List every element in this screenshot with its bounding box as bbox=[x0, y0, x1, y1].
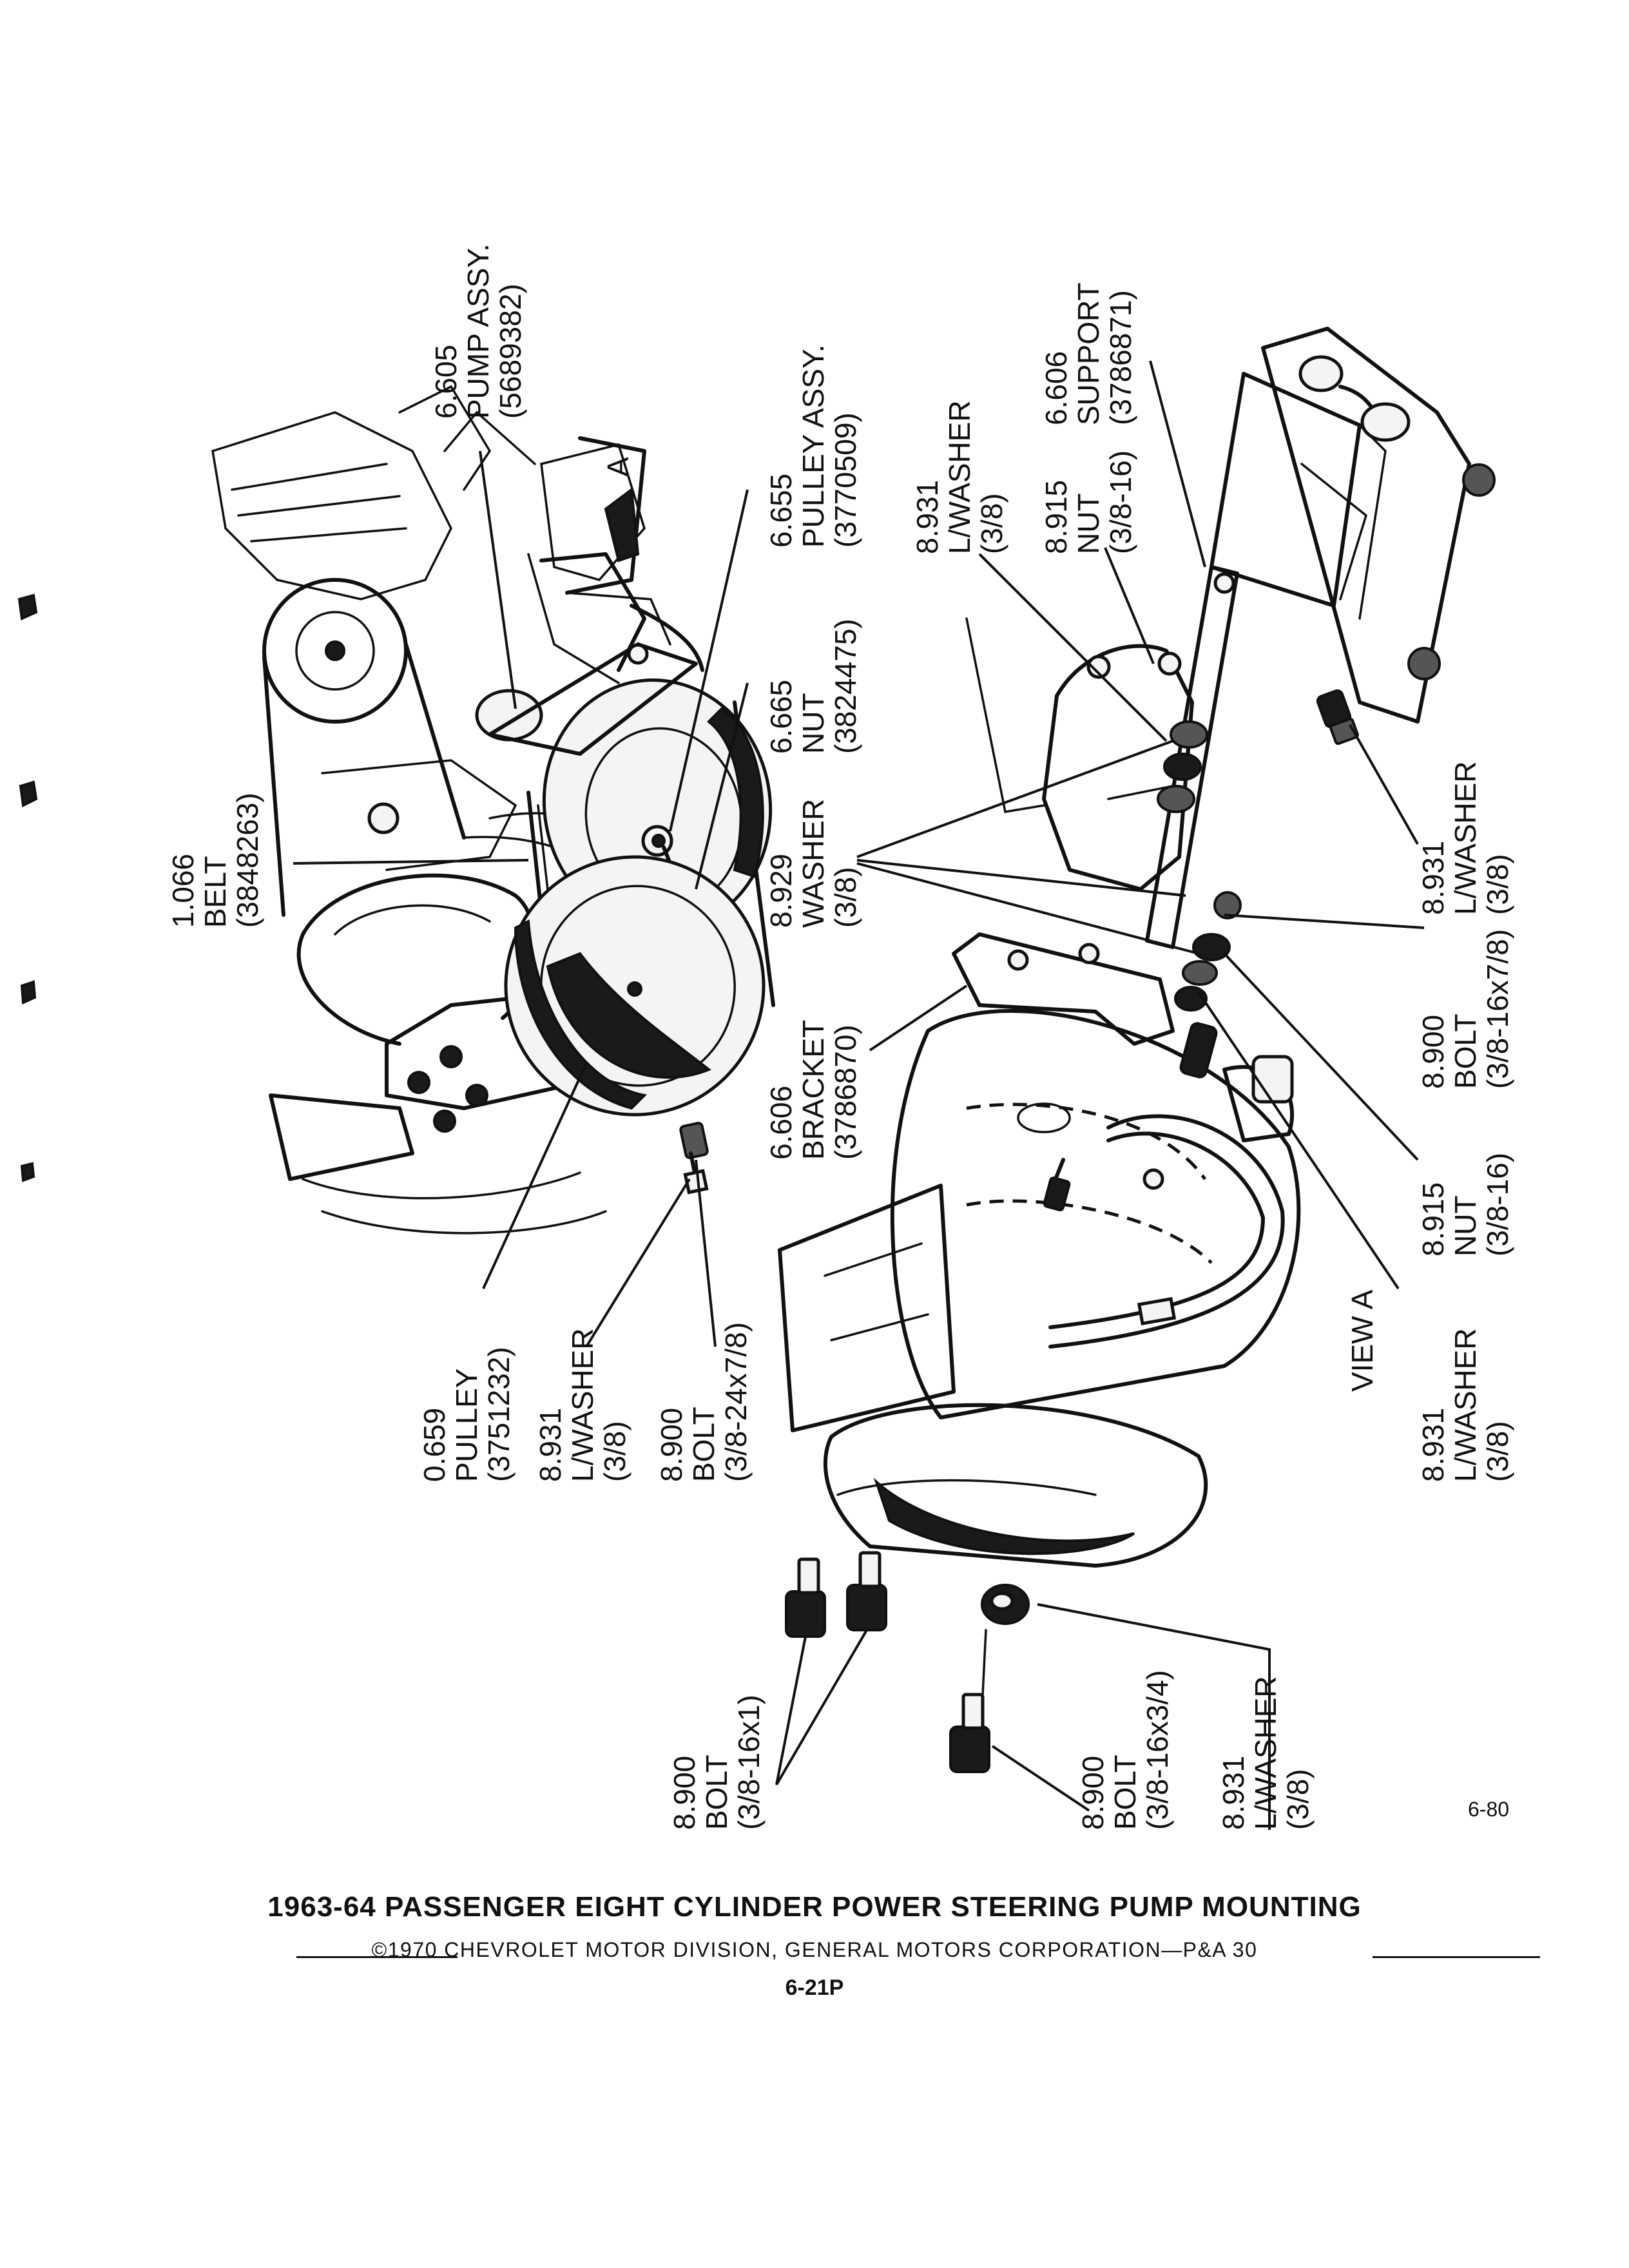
label-view-a: VIEW A bbox=[1345, 1289, 1379, 1392]
rule-left bbox=[296, 1956, 458, 1958]
callout-a-marker: A bbox=[601, 457, 640, 562]
crankshaft-pulley bbox=[504, 855, 766, 1117]
figure-reference: 6-80 bbox=[1468, 1798, 1510, 1821]
label-pulley-0659: 0.659 PULLEY (3751232) bbox=[418, 1347, 516, 1482]
label-bolt-left: 8.900 BOLT (3/8-24x7/8) bbox=[655, 1322, 753, 1482]
label-pump-assy: 6.605 PUMP ASSY. (5689382) bbox=[429, 235, 527, 419]
label-lwasher-top: 8.931 L/WASHER (3/8) bbox=[911, 392, 1008, 554]
margin-marks bbox=[17, 593, 38, 1182]
label-nut-8915-top: 8.915 NUT (3/8-16) bbox=[1039, 450, 1137, 554]
rule-right bbox=[1373, 1956, 1540, 1958]
loose-bolts-bottom bbox=[785, 1551, 1030, 1773]
copyright-line: ©1970 CHEVROLET MOTOR DIVISION, GENERAL … bbox=[371, 1938, 1258, 1961]
pump-and-bracket-lower bbox=[778, 932, 1301, 1568]
label-support: 6.606 SUPPORT (3786871) bbox=[1039, 275, 1137, 425]
label-nut-8915-right: 8.915 NUT (3/8-16) bbox=[1416, 1153, 1514, 1256]
label-washer-8929: 8.929 WASHER (3/8) bbox=[764, 791, 862, 928]
page-title: 1963-64 PASSENGER EIGHT CYLINDER POWER S… bbox=[267, 1891, 1362, 1923]
page-number: 6-21P bbox=[785, 1975, 844, 2000]
label-bracket: 6.606 BRACKET (3786870) bbox=[764, 1012, 862, 1160]
label-lwasher-left: 8.931 L/WASHER (3/8) bbox=[534, 1320, 631, 1482]
callout-a-letter: A bbox=[601, 457, 635, 477]
label-belt: 1.066 BELT (3848263) bbox=[166, 793, 264, 928]
label-lwasher-bottom: 8.931 L/WASHER (3/8) bbox=[1217, 1668, 1315, 1830]
label-bolt-16x34: 8.900 BOLT (3/8-16x3/4) bbox=[1076, 1670, 1174, 1830]
fan-and-crank-pulley bbox=[269, 873, 614, 1235]
bolt-left-with-washer bbox=[679, 1122, 709, 1195]
view-a-support-assembly bbox=[965, 327, 1496, 1012]
label-nut-6665: 6.665 NUT (3824475) bbox=[764, 619, 862, 754]
label-pulley-assy: 6.655 PULLEY ASSY. (3770509) bbox=[764, 336, 862, 548]
leader-lines bbox=[293, 360, 1425, 1830]
label-lwasher-viewa: 8.931 L/WASHER (3/8) bbox=[1416, 1320, 1514, 1482]
label-bolt-right: 8.900 BOLT (3/8-16x7/8) bbox=[1416, 929, 1514, 1089]
label-lwasher-right: 8.931 L/WASHER (3/8) bbox=[1416, 753, 1514, 915]
engine-background bbox=[211, 385, 704, 917]
part-labels: 6.605 PUMP ASSY. (5689382) 6.655 PULLEY … bbox=[166, 235, 1514, 1830]
label-bolt-16x1: 8.900 BOLT (3/8-16x1) bbox=[668, 1695, 766, 1830]
pump-body-upper bbox=[475, 436, 704, 756]
